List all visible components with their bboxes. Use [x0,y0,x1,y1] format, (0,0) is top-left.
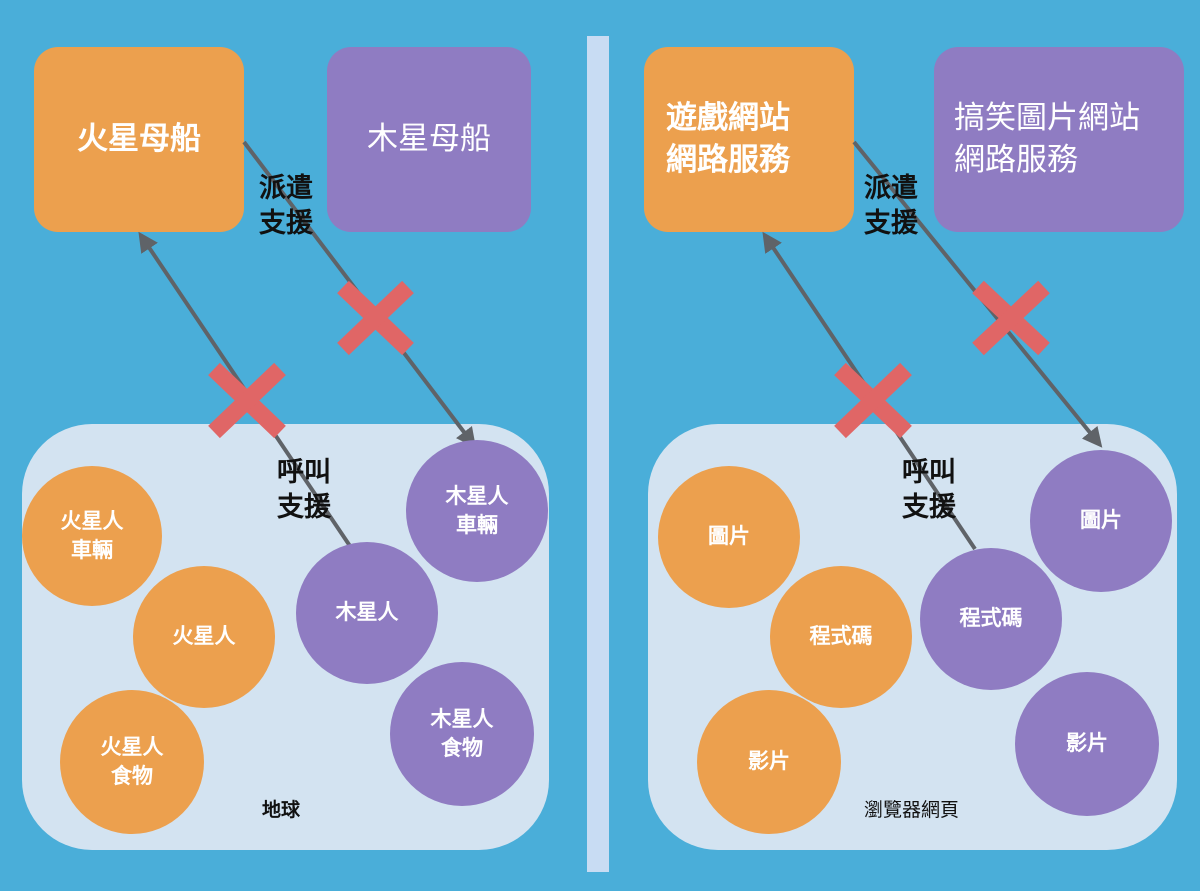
earth-zone-label: 地球 [262,799,301,821]
orange-code-node: 程式碼 [770,566,912,708]
browser-zone-label: 瀏覽器網頁 [864,799,960,821]
jupiter-person-node: 木星人 [296,542,438,684]
purple-video-node: 影片 [1015,672,1159,816]
meme-service-label: 搞笑圖片網站 網路服務 [954,99,1140,178]
call-support-label-right: 呼叫 支援 [902,457,956,523]
blocked-cross-icon [337,280,414,356]
orange-video-node: 影片 [697,690,841,834]
dispatch-support-label-left: 派遣 支援 [259,173,313,239]
panel-divider [587,36,609,872]
call-support-label-left: 呼叫 支援 [277,457,331,523]
mars-vehicle-node: 火星人 車輛 [22,466,162,606]
jupiter-food-node: 木星人 食物 [390,662,534,806]
jupiter-vehicle-node: 木星人 車輛 [406,440,548,582]
blocked-cross-icon [834,362,912,439]
mars-mothership-label: 火星母船 [77,120,201,157]
dispatch-support-label-right: 派遣 支援 [864,173,918,239]
purple-code-node: 程式碼 [920,548,1062,690]
blocked-cross-icon [972,280,1050,356]
orange-image-node: 圖片 [658,466,800,608]
blocked-cross-icon [208,362,286,439]
mars-mothership-box: 火星母船 [34,47,244,232]
mars-food-node: 火星人 食物 [60,690,204,834]
jupiter-mothership-label: 木星母船 [367,120,491,157]
meme-service-box: 搞笑圖片網站 網路服務 [934,47,1184,232]
game-service-label: 遊戲網站 網路服務 [666,99,790,178]
purple-image-node: 圖片 [1030,450,1172,592]
game-service-box: 遊戲網站 網路服務 [644,47,854,232]
mars-person-node: 火星人 [133,566,275,708]
jupiter-mothership-box: 木星母船 [327,47,531,232]
